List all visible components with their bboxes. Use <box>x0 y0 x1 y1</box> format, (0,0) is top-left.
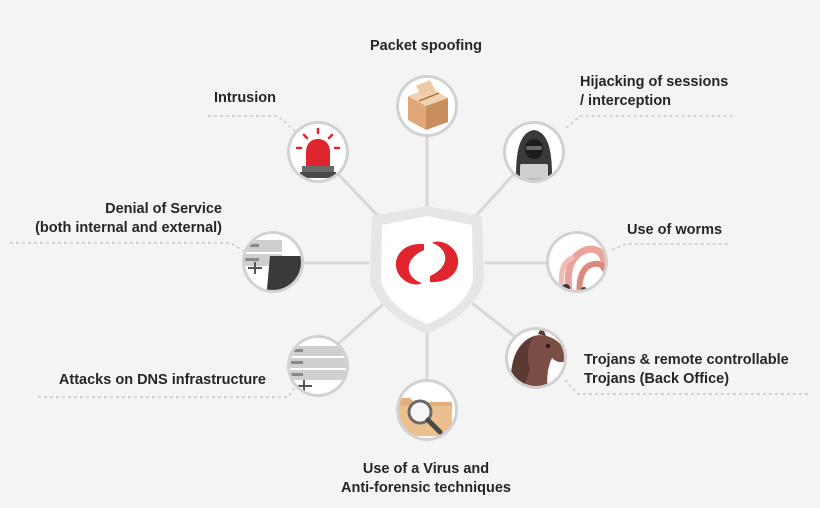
label-intrusion: Intrusion <box>213 90 276 106</box>
server-rack-icon <box>290 346 346 392</box>
central-shield <box>370 206 484 334</box>
shield-logo-icon <box>395 241 459 285</box>
label-worms: Use of worms <box>627 222 723 238</box>
node-packet-spoofing <box>396 75 458 137</box>
node-intrusion <box>287 121 349 183</box>
node-trojans <box>505 327 567 389</box>
node-dos <box>242 231 304 293</box>
label-virus: Use of a Virus and Anti-forensic techniq… <box>341 461 511 496</box>
label-packet-spoofing: Packet spoofing <box>370 38 482 54</box>
node-dns <box>287 335 349 397</box>
node-worms <box>546 231 608 293</box>
alarm-siren-icon <box>295 127 341 178</box>
label-hijacking: Hijacking of sessions / interception <box>580 74 729 109</box>
label-dns: Attacks on DNS infrastructure <box>58 372 266 388</box>
node-virus <box>396 379 458 441</box>
hooded-hacker-icon <box>516 130 552 180</box>
magnifier-folder-icon <box>399 398 452 436</box>
label-trojans: Trojans & remote controllable Trojans (B… <box>584 352 789 387</box>
label-dos: Denial of Service (both internal and ext… <box>35 201 222 236</box>
connector-lines <box>301 134 549 382</box>
label-leaders <box>10 115 808 398</box>
node-hijacking <box>503 121 565 183</box>
horse-head-icon <box>511 330 564 386</box>
package-icon <box>408 80 448 130</box>
